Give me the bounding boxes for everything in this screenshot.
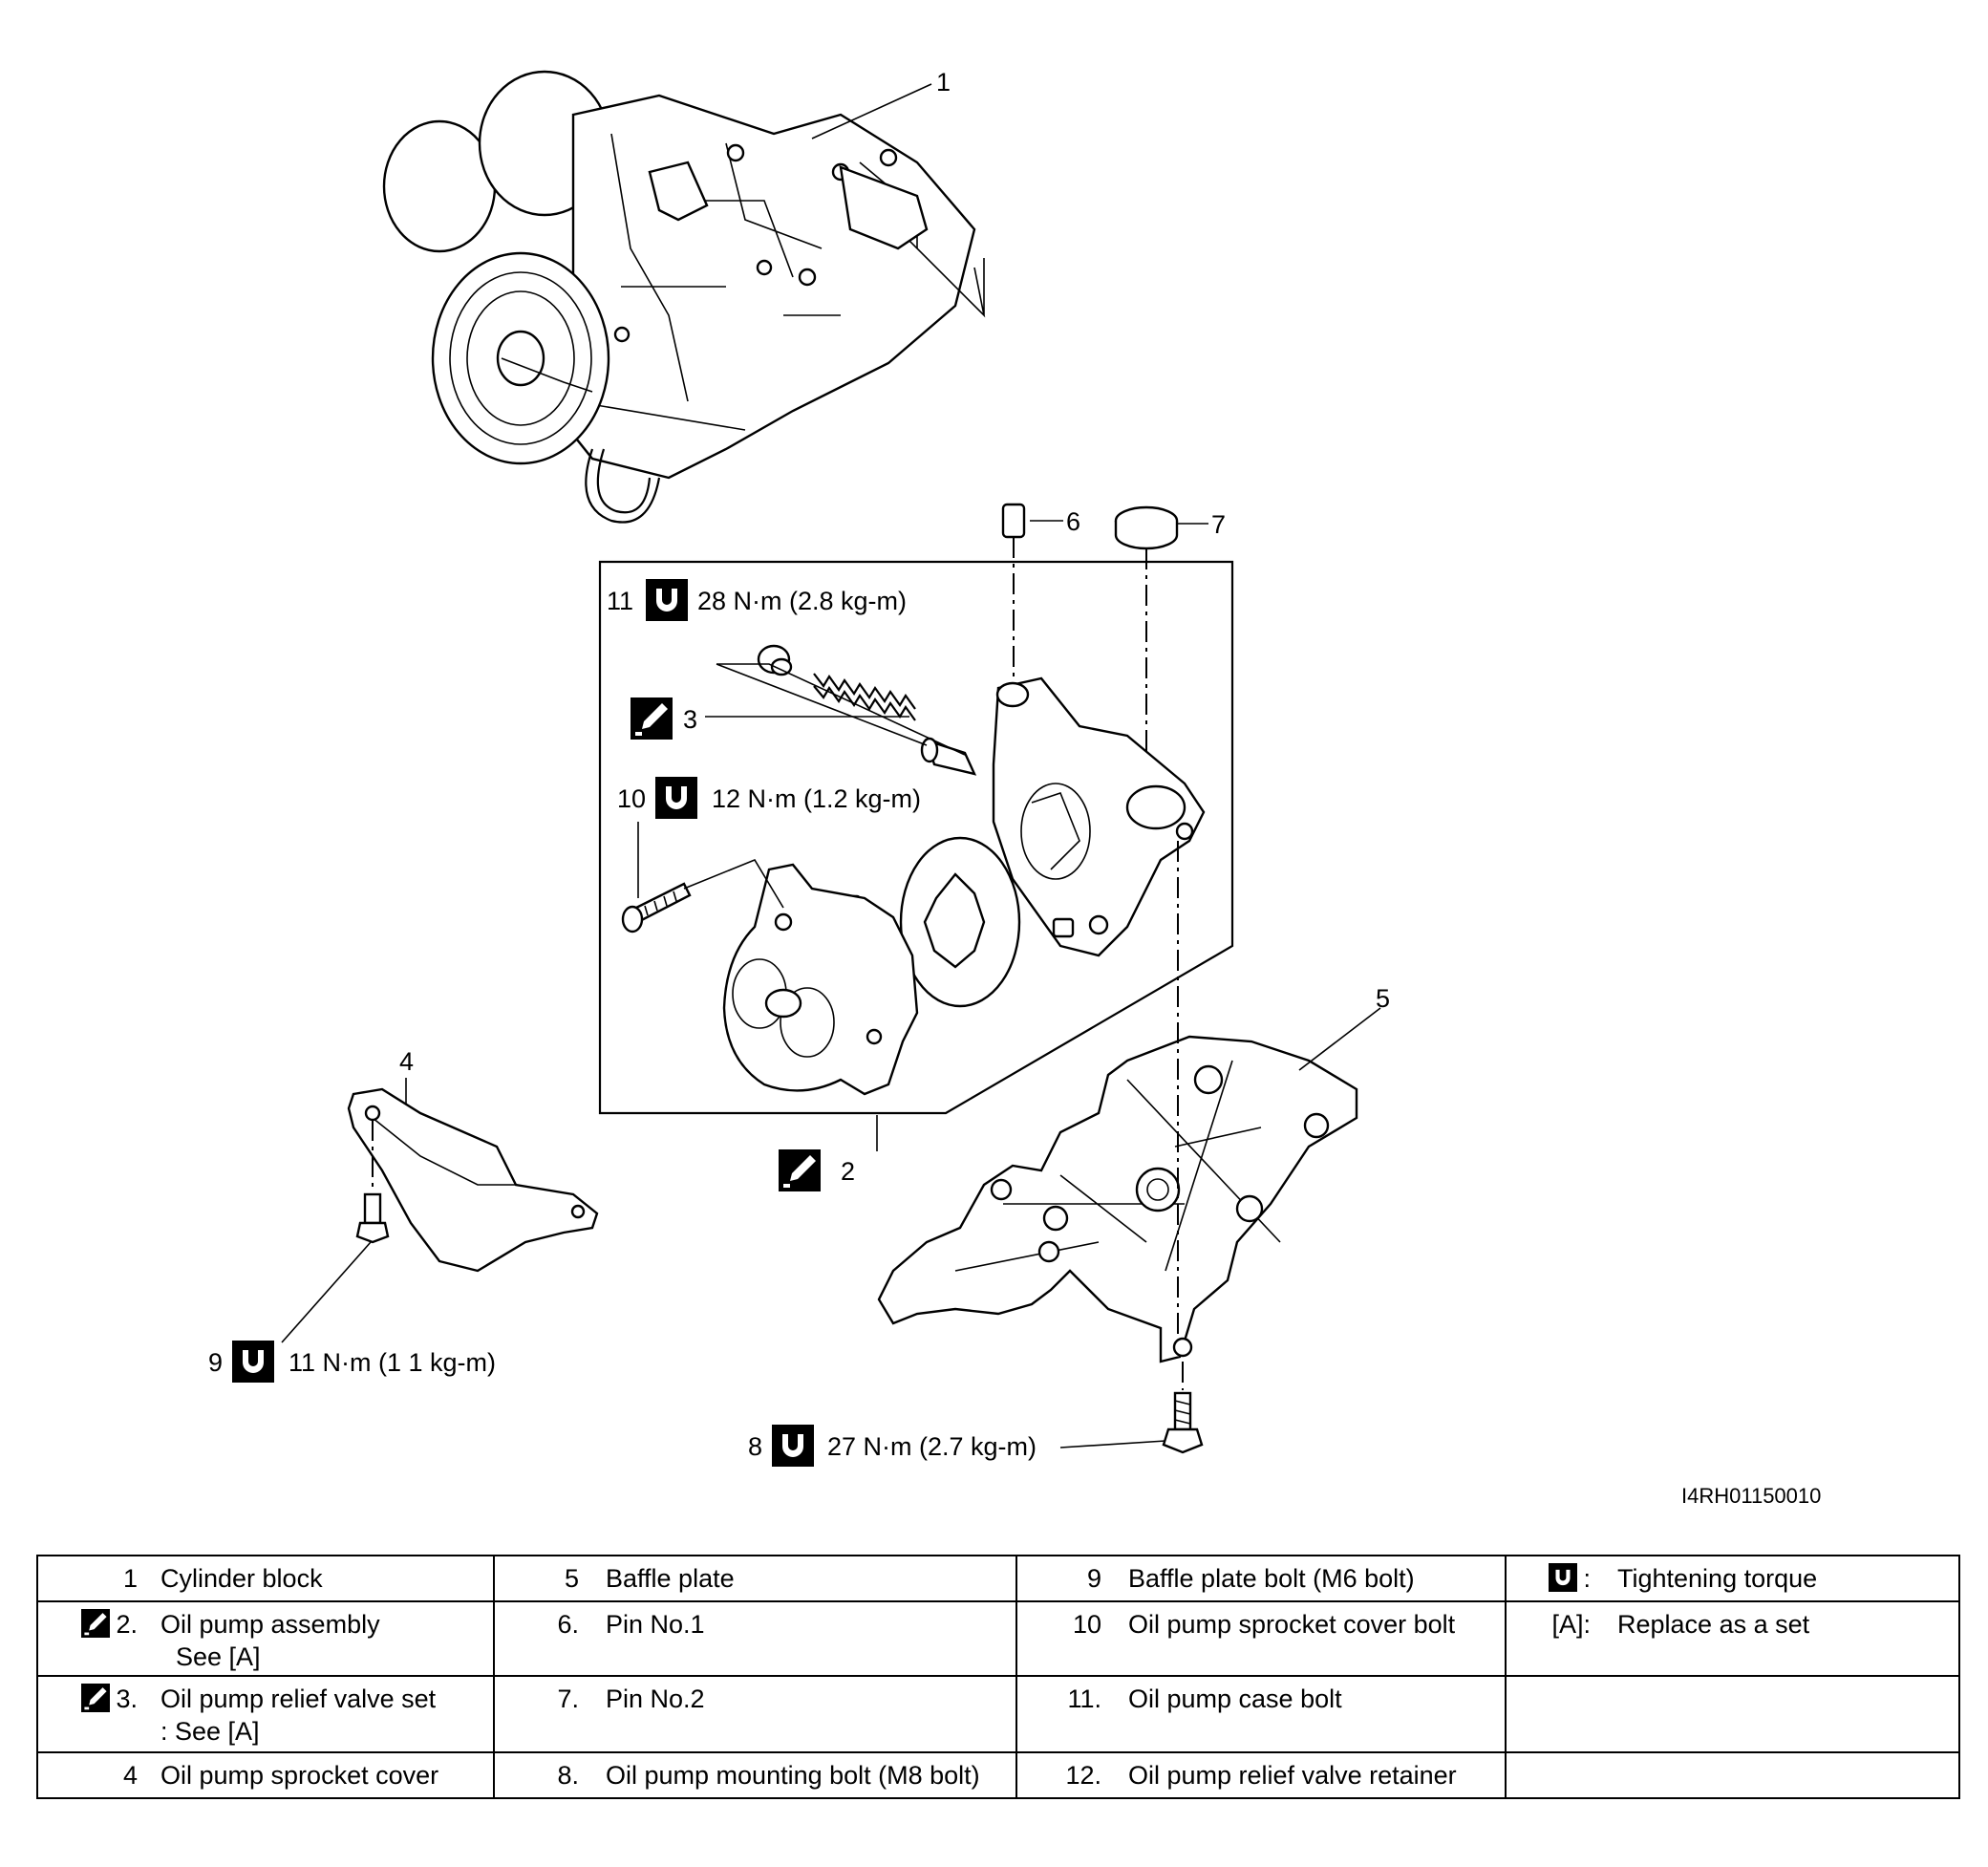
pin-no1	[1001, 503, 1026, 688]
relief-valve-plunger	[920, 737, 977, 776]
callout-3: 3	[683, 705, 697, 734]
torque-10: 12 N·m (1.2 kg-m)	[712, 784, 921, 813]
exploded-view-diagram: 1 6 7 11 28 N·m (2.8 kg-m) 3 10 12 N·m (…	[208, 68, 1821, 1508]
torque-icon	[655, 777, 697, 819]
legend-cell: 12.Oil pump relief valve retainer	[1015, 1751, 1507, 1799]
torque-icon	[232, 1341, 274, 1383]
relief-valve-spring	[813, 673, 916, 721]
figure-code: I4RH01150010	[1681, 1484, 1821, 1508]
legend-cell: 6.Pin No.1	[493, 1600, 1017, 1677]
callout-6: 6	[1066, 507, 1080, 536]
sprocket-cover-bolt	[621, 882, 692, 934]
oil-pump-sprocket-body	[722, 863, 919, 1096]
legend-cell	[1505, 1751, 1960, 1799]
callout-2: 2	[841, 1157, 855, 1186]
cylinder-block	[382, 70, 986, 524]
callout-8: 8	[748, 1432, 762, 1461]
legend-cell: 3. Oil pump relief valve set: See [A]	[36, 1675, 495, 1753]
callout-7: 7	[1211, 510, 1226, 539]
legend-cell: 11.Oil pump case bolt	[1015, 1675, 1507, 1753]
torque-icon	[772, 1425, 814, 1467]
torque-11: 28 N·m (2.8 kg-m)	[697, 587, 907, 615]
torque-icon	[1549, 1563, 1578, 1592]
oil-pump-rotor	[839, 836, 1075, 1008]
torque-8: 27 N·m (2.7 kg-m)	[827, 1432, 1037, 1461]
callout-4: 4	[399, 1047, 414, 1076]
callout-9: 9	[208, 1348, 223, 1377]
sprocket-cover-bolt-9	[355, 1120, 390, 1244]
legend-cell	[1505, 1675, 1960, 1753]
mounting-bolt	[1162, 1362, 1204, 1454]
assembly-outline	[598, 560, 1234, 1115]
legend-cell: 7.Pin No.2	[493, 1675, 1017, 1753]
legend-cell: 8.Oil pump mounting bolt (M8 bolt)	[493, 1751, 1017, 1799]
lube-icon	[779, 1149, 821, 1191]
pin-no2	[1114, 505, 1179, 793]
oil-pump-case	[992, 676, 1206, 957]
oil-pump-sprocket-cover	[347, 1087, 599, 1273]
baffle-plate	[877, 1035, 1358, 1363]
callout-11: 11	[607, 587, 633, 615]
torque-9: 11 N·m (1 1 kg-m)	[289, 1348, 496, 1377]
legend-cell: : Tightening torque	[1505, 1555, 1960, 1602]
relief-valve-retainer	[757, 644, 793, 676]
legend-torque: :	[1514, 1562, 1617, 1595]
torque-icon	[646, 579, 688, 621]
lube-icon	[631, 697, 673, 740]
callout-5: 5	[1376, 984, 1390, 1013]
lube-icon	[81, 1684, 111, 1712]
callout-10: 10	[617, 784, 646, 813]
callout-1: 1	[936, 68, 951, 97]
legend-cell: [A]:Replace as a set	[1505, 1600, 1960, 1677]
legend-row: 3. Oil pump relief valve set: See [A] 7.…	[36, 1675, 1960, 1753]
lube-icon	[81, 1609, 111, 1638]
